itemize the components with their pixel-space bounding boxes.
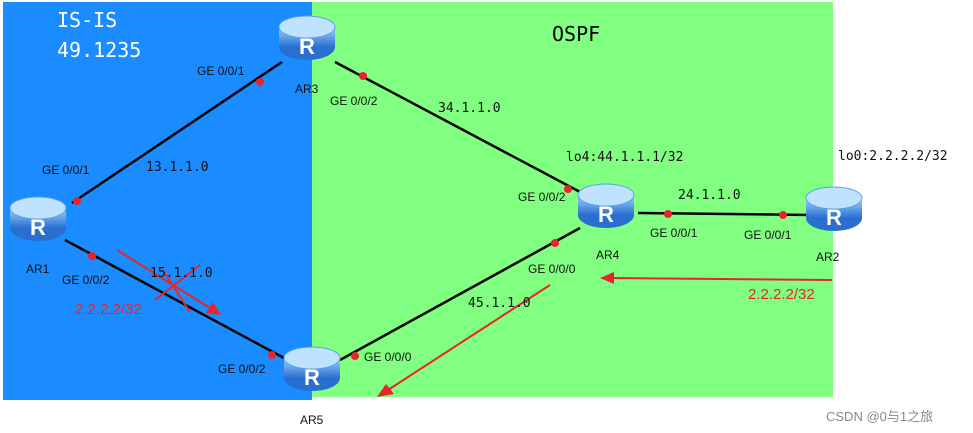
loopback-ar4: lo4:44.1.1.1/32 — [566, 150, 684, 165]
network-45: 45.1.1.0 — [468, 296, 531, 311]
router-icon-letter: R — [30, 215, 46, 240]
router-ar4: R — [577, 183, 635, 228]
if-ar3-g001: GE 0/0/1 — [197, 64, 245, 78]
router-label-ar5: AR5 — [300, 413, 324, 427]
if-ar5-g000: GE 0/0/0 — [364, 350, 412, 364]
dot-ar4-g002 — [564, 185, 572, 193]
dot-ar1-g002 — [88, 252, 96, 260]
network-15: 15.1.1.0 — [150, 266, 213, 281]
watermark: CSDN @0与1之旅 — [826, 409, 934, 424]
if-ar4-g002: GE 0/0/2 — [518, 190, 566, 204]
link-ar5-ar4 — [339, 226, 581, 362]
dot-ar4-g001 — [664, 210, 672, 218]
router-icon-letter: R — [826, 205, 842, 230]
dot-ar3-g001 — [256, 78, 264, 86]
router-ar5: R — [283, 346, 341, 391]
cross-mark-b — [162, 269, 191, 313]
dot-ar5-g002 — [268, 351, 276, 359]
route-annotation-ar2: 2.2.2.2/32 — [748, 286, 815, 303]
interface-dots — [73, 72, 787, 360]
router-ar1: R — [9, 196, 67, 241]
dot-ar3-g002 — [359, 72, 367, 80]
if-ar3-g002: GE 0/0/2 — [330, 94, 378, 108]
red-arrows — [116, 249, 833, 397]
ospf-region — [312, 2, 833, 397]
arrow-ar2-to-ar4-head — [600, 272, 614, 284]
link-ar3-ar4 — [334, 60, 583, 195]
dot-ar4-g000 — [551, 239, 559, 247]
arrow-ar2-to-ar4 — [611, 277, 833, 281]
router-icon-letter: R — [304, 365, 320, 390]
link-ar1-ar5 — [64, 238, 285, 360]
if-ar1-g002: GE 0/0/2 — [62, 273, 110, 287]
arrow-ar1-to-ar5-head — [206, 302, 221, 315]
router-icon-letter: R — [299, 34, 315, 59]
ospf-region-title: OSPF — [552, 22, 601, 46]
if-ar1-g001: GE 0/0/1 — [42, 163, 90, 177]
if-ar4-g000: GE 0/0/0 — [528, 262, 576, 276]
router-label-ar2: AR2 — [816, 250, 840, 264]
router-label-ar1: AR1 — [26, 262, 50, 276]
network-13: 13.1.1.0 — [146, 160, 209, 175]
if-ar4-g001: GE 0/0/1 — [650, 226, 698, 240]
arrow-ar1-to-ar5-blocked — [116, 249, 211, 309]
router-label-ar3: AR3 — [295, 82, 319, 96]
network-34: 34.1.1.0 — [438, 101, 501, 116]
loopback-ar2: lo0:2.2.2.2/32 — [838, 149, 948, 164]
router-ar2: R — [805, 186, 863, 231]
network-24: 24.1.1.0 — [678, 188, 741, 203]
isis-area-id: 49.1235 — [57, 38, 142, 62]
arrow-ar4-to-ar5 — [387, 284, 551, 391]
arrow-ar4-to-ar5-head — [377, 384, 394, 397]
link-ar1-ar3 — [71, 60, 283, 205]
isis-region-title: IS-IS — [57, 8, 118, 32]
dot-ar2-g001 — [779, 211, 787, 219]
router-icon-letter: R — [598, 202, 614, 227]
route-annotation-ar1: 2.2.2.2/32 — [75, 301, 142, 318]
dot-ar1-g001 — [73, 197, 81, 205]
router-label-ar4: AR4 — [596, 248, 620, 262]
router-ar3: R — [278, 15, 336, 60]
dot-ar5-g000 — [351, 352, 359, 360]
if-ar5-g002: GE 0/0/2 — [218, 362, 266, 376]
if-ar2-g001: GE 0/0/1 — [744, 228, 792, 242]
cross-mark-a — [154, 264, 201, 301]
